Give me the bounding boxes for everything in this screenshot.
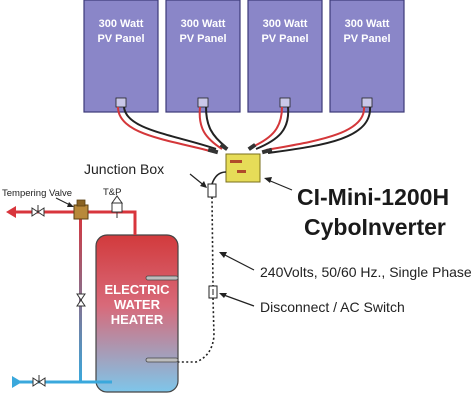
panel-2-connector: [197, 97, 209, 108]
pv-panel-2: 300 Watt PV Panel: [165, 0, 241, 113]
tempering-valve-label: Tempering Valve: [2, 188, 72, 199]
tp-valve-label: T&P: [103, 187, 121, 198]
model-subtitle: CyboInverter: [304, 214, 446, 240]
heater-label-line2: WATER: [114, 297, 161, 312]
panel-4-line2: PV Panel: [343, 33, 390, 45]
disconnect-label: Disconnect / AC Switch: [260, 299, 405, 315]
ac-wiring: [178, 196, 215, 363]
hot-outlet-arrow: [6, 206, 16, 218]
heater-label-line1: ELECTRIC: [105, 282, 171, 297]
inverter-to-junction-cable: [211, 171, 227, 185]
water-heater-tank: [95, 234, 179, 393]
pv-panel-1: 300 Watt PV Panel: [83, 0, 159, 113]
heating-element-lower: [145, 357, 179, 363]
panel-3-connector: [279, 97, 291, 108]
tempering-valve: [73, 199, 89, 220]
model-name: CI-Mini-1200H: [297, 184, 449, 210]
cold-inlet-arrow: [12, 376, 22, 388]
panel-2-line2: PV Panel: [179, 33, 226, 45]
cable-connectors: [207, 143, 273, 155]
panel-4-line1: 300 Watt: [345, 18, 390, 30]
voltage-label: 240Volts, 50/60 Hz., Single Phase: [260, 264, 472, 280]
heater-label-line3: HEATER: [111, 312, 164, 327]
panel-3-line2: PV Panel: [261, 33, 308, 45]
junction-box-label: Junction Box: [84, 161, 164, 177]
cyboinverter-unit: [225, 153, 261, 183]
panel-3-line1: 300 Watt: [263, 18, 308, 30]
panel-4-connector: [361, 97, 373, 108]
junction-box: [207, 183, 217, 198]
panel-1-connector: [115, 97, 127, 108]
pv-panel-4: 300 Watt PV Panel: [329, 0, 405, 113]
hot-water-piping: [14, 210, 137, 235]
voltage-arrow-head: [219, 252, 227, 258]
pv-panel-3: 300 Watt PV Panel: [247, 0, 323, 113]
heating-element-upper: [145, 275, 179, 281]
model-arrow-head: [264, 177, 272, 183]
tp-relief-valve: [111, 195, 123, 218]
disconnect-arrow-head: [219, 293, 227, 298]
voltage-arrow: [220, 252, 255, 271]
panel-1-line2: PV Panel: [97, 33, 144, 45]
junction-arrow-head: [200, 181, 207, 188]
panel-1-line1: 300 Watt: [99, 18, 144, 30]
disconnect-arrow: [220, 293, 255, 307]
model-arrow: [267, 179, 293, 191]
mix-line-check-valve: [76, 293, 86, 307]
hot-outlet-valve: [31, 205, 45, 217]
panel-cables: [117, 106, 372, 154]
tempering-valve-arrow-head: [67, 202, 74, 207]
cold-inlet-valve: [32, 375, 46, 387]
panel-2-line1: 300 Watt: [181, 18, 226, 30]
